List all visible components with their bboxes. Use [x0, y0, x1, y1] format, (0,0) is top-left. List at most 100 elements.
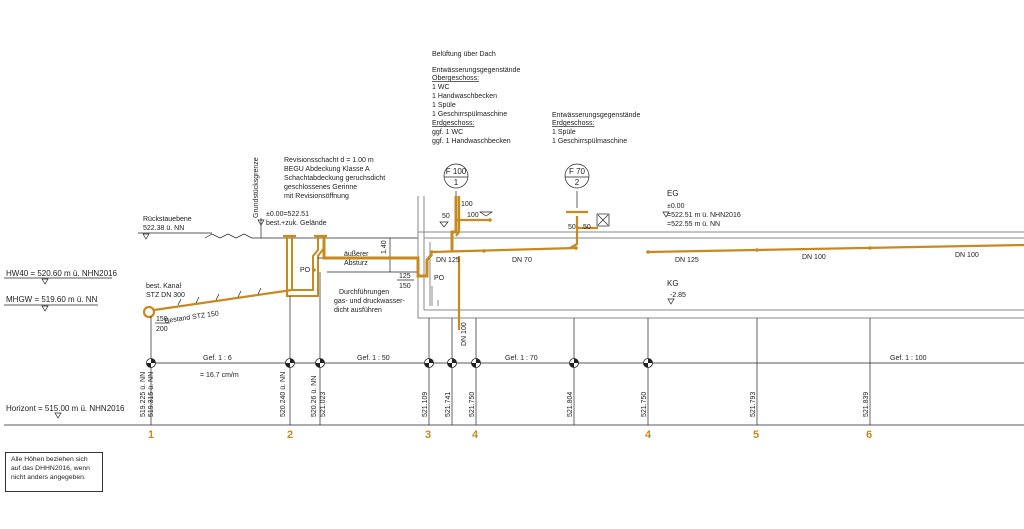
elevation: 521.109 [422, 392, 429, 417]
revision-line: geschlossenes Gerinne [284, 184, 357, 191]
note-line: Alle Höhen beziehen sich [11, 456, 88, 463]
right-item: 1 Geschirrspülmaschine [552, 138, 627, 145]
right-fixtures-title: Entwässerungsgegenstände [552, 112, 640, 119]
station-marker [447, 318, 457, 425]
station-number: 4 [645, 429, 652, 441]
po-inside: PO [434, 275, 445, 282]
fixture-notes: Belüftung über Dach Entwässerungsgegenst… [432, 51, 640, 145]
existing-pipe: Bestand STZ 150 [164, 310, 219, 325]
station-marker [424, 318, 434, 425]
pipe-dn: DN 100 [461, 322, 468, 346]
station-number: 5 [753, 429, 759, 441]
profile-band: Horizont = 515.00 m ü. NHN2016 [4, 362, 1024, 426]
boundary-label: Grundstücksgrenze [253, 157, 260, 218]
slope-label: Gef. 1 : 50 [357, 355, 390, 362]
station-marker [471, 318, 481, 425]
eg-level: =522.55 m ü. NN [667, 221, 720, 228]
slope-label: Gef. 1 : 100 [890, 355, 927, 362]
upper-floor-label: Obergeschoss: [432, 75, 479, 82]
penetration-note: dicht ausführen [334, 307, 382, 314]
callout-f100-number: 1 [454, 178, 459, 187]
dim-125: 125 [399, 273, 411, 280]
dim-150: 150 [399, 283, 411, 290]
station-number: 6 [866, 429, 872, 441]
callout-f70: F 70 2 [564, 163, 590, 208]
upper-item: 1 Geschirrspülmaschine [432, 111, 507, 118]
vent-dim: 50 [568, 224, 576, 231]
penetration-note: Durchführungen [339, 289, 389, 296]
horizon-label: Horizont = 515.00 m ü. NHN2016 [6, 404, 125, 413]
eg-label: EG [667, 189, 679, 198]
backflow-value: 522.38 ü. NN [143, 225, 184, 232]
elevation: 521.750 [469, 392, 476, 417]
elevation: 521.750 [641, 392, 648, 417]
canal-label: best. Kanal [146, 283, 181, 290]
kg-label: KG [667, 279, 679, 288]
pipe-dn: DN 100 [802, 254, 826, 261]
vent-dim: 50 [583, 224, 591, 231]
canal-dn: STZ DN 300 [146, 292, 185, 299]
fixtures-title: Entwässerungsgegenstände [432, 67, 520, 74]
backflow-title: Rückstauebene [143, 216, 192, 223]
building-structure [417, 196, 1024, 319]
station-marker [315, 272, 325, 425]
hw40-label: HW40 = 520.60 m ü. NHN2016 [6, 269, 117, 278]
height-reference-note: Alle Höhen beziehen sich auf das DHHN201… [5, 452, 103, 492]
mhgw-label: MHGW = 519.60 m ü. NN [6, 295, 98, 304]
pipe-network [322, 196, 1024, 330]
ground-floor-label: Erdgeschoss: [432, 120, 474, 127]
sink-icon [439, 221, 449, 228]
outer-drop: Absturz [344, 260, 368, 267]
station-marker [569, 318, 579, 425]
ground-item: ggf. 1 Handwaschbecken [432, 138, 511, 145]
vent-dim: 100 [467, 212, 479, 219]
right-ground-label: Erdgeschoss: [552, 120, 594, 127]
slope-label: Gef. 1 : 6 [203, 355, 232, 362]
note-line: nicht anders angegeben. [11, 474, 86, 481]
pipe-dn: DN 125 [436, 257, 460, 264]
ground-item: ggf. 1 WC [432, 129, 463, 136]
revision-line: Revisionsschacht d = 1.00 m [284, 157, 374, 164]
ground-level-desc: best.+zuk. Gelände [266, 220, 327, 227]
station-marker [146, 316, 156, 425]
elevation: 521.839 [863, 392, 870, 417]
station-marker [643, 318, 653, 425]
elevation: 521.023 [320, 392, 327, 417]
upper-item: 1 Handwaschbecken [432, 93, 497, 100]
eg-level: =522.51 m ü. NHN2016 [667, 212, 741, 219]
station-number: 3 [425, 429, 431, 441]
elevation-labels: 519.225 ü. NN 519.315 ü. NN 520.240 ü. N… [140, 372, 870, 417]
pipe-dn: DN 125 [675, 257, 699, 264]
ground-level: ±0.00=522.51 [266, 211, 309, 218]
revision-shaft: PO [283, 234, 327, 297]
slope-label: Gef. 1 : 70 [505, 355, 538, 362]
upper-item: 1 Spüle [432, 102, 456, 109]
note-line: auf das DHHN2016, wenn [11, 465, 90, 472]
dishwasher-icon [596, 213, 610, 227]
revision-line: Schachtabdeckung geruchsdicht [284, 175, 385, 182]
revision-shaft-note: Revisionsschacht d = 1.00 m BEGU Abdecku… [284, 157, 385, 200]
vent-note: Belüftung über Dach [432, 51, 496, 58]
dim-140: 1.40 [381, 240, 388, 254]
pipe-dn: DN 100 [955, 252, 979, 259]
callout-f70-label: F 70 [569, 167, 586, 176]
outer-drop: äußerer [344, 251, 369, 258]
station-markers [146, 272, 871, 425]
vent-dim: 50 [442, 213, 450, 220]
station-number: 4 [472, 429, 479, 441]
station-number: 2 [287, 429, 293, 441]
kg-level: -2.85 [670, 292, 686, 299]
right-item: 1 Spüle [552, 129, 576, 136]
vent-dim: 100 [461, 201, 473, 208]
canal-dim: 150 [156, 316, 168, 323]
elevation: 520.240 ü. NN [280, 372, 287, 417]
slope-value: = 16.7 cm/m [200, 372, 239, 379]
station-numbers: 1 2 3 4 4 5 6 [148, 429, 872, 441]
po-left: PO [300, 267, 311, 274]
canal-dim: 200 [156, 326, 168, 333]
eg-level: ±0.00 [667, 203, 685, 210]
revision-line: mit Revisionsöffnung [284, 193, 349, 200]
elevation: 521.741 [445, 392, 452, 417]
penetration-note: gas- und druckwasser- [334, 298, 405, 305]
pipe-dn: DN 70 [512, 257, 532, 264]
